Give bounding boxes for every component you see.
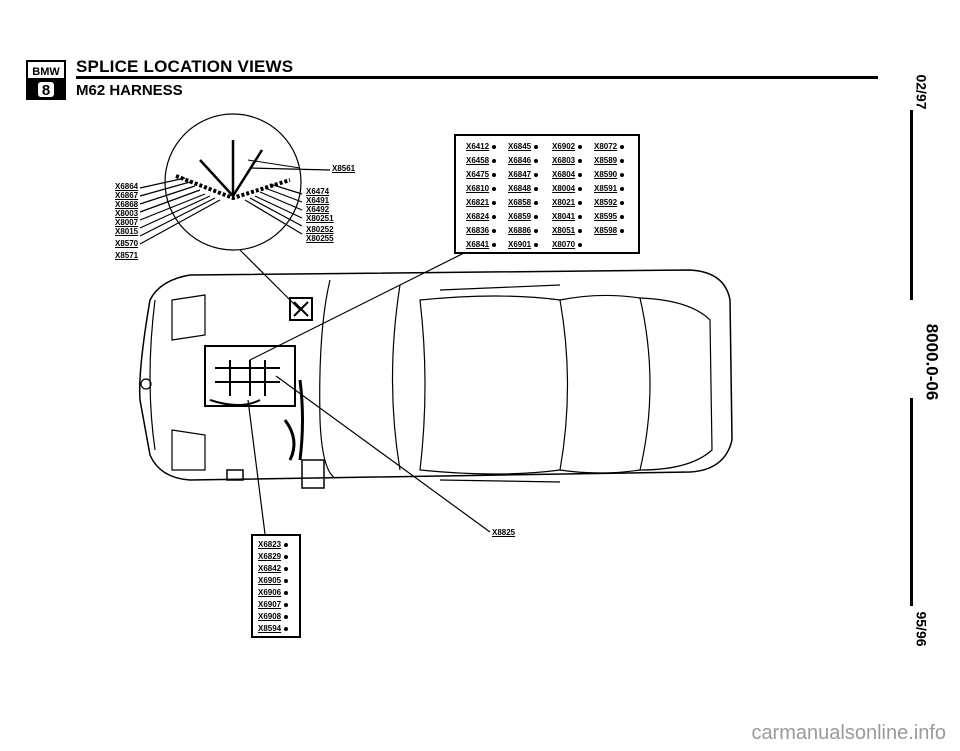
- table-cell: X8041: [552, 212, 583, 221]
- side-rule-2: [910, 398, 913, 606]
- table-cell: X8598: [594, 226, 625, 235]
- table-cell: X6458: [466, 156, 497, 165]
- detail-right-label: X80251: [306, 214, 334, 223]
- table-cell: X6821: [466, 198, 497, 207]
- table-cell: X6858: [508, 198, 539, 207]
- detail-left-label: X6868: [115, 200, 139, 209]
- table-cell: X6901: [508, 240, 539, 249]
- detail-left-label: X8571: [115, 251, 139, 260]
- table-cell: X6907: [258, 600, 289, 609]
- detail-left-label: X8007: [115, 218, 139, 227]
- page-subtitle: M62 HARNESS: [76, 82, 183, 99]
- splice-table-bottom: X6823 X6829 X6842 X6905 X6906 X6907 X690…: [251, 534, 301, 638]
- table-cell: X8591: [594, 184, 625, 193]
- table-cell: X6823: [258, 540, 289, 549]
- table-cell: X8590: [594, 170, 625, 179]
- table-cell: X8004: [552, 184, 583, 193]
- table-cell: X6412: [466, 142, 497, 151]
- detail-left-label: X8570: [115, 239, 139, 248]
- table-cell: X6829: [258, 552, 289, 561]
- table-cell: X6824: [466, 212, 497, 221]
- table-cell: X6836: [466, 226, 497, 235]
- side-rule-1: [910, 110, 913, 300]
- table-cell: X6886: [508, 226, 539, 235]
- table-cell: X6905: [258, 576, 289, 585]
- table-cell: X8051: [552, 226, 583, 235]
- detail-left-label: X8003: [115, 209, 139, 218]
- detail-right-label: X80252: [306, 225, 334, 234]
- table-cell: X8589: [594, 156, 625, 165]
- bmw-logo: BMW 8: [26, 60, 66, 100]
- detail-right-label: X6474: [306, 187, 330, 196]
- table-cell: X6908: [258, 612, 289, 621]
- detail-right-label: X6491: [306, 196, 330, 205]
- table-cell: X6804: [552, 170, 583, 179]
- watermark: carmanualsonline.info: [751, 722, 946, 744]
- table-cell: X8070: [552, 240, 583, 249]
- table-cell: X8592: [594, 198, 625, 207]
- svg-text:8: 8: [42, 82, 50, 99]
- detail-right-label: X80255: [306, 234, 334, 243]
- table-cell: X6842: [258, 564, 289, 573]
- table-cell: X6841: [466, 240, 497, 249]
- callout-x8561: X8561: [332, 164, 356, 173]
- table-cell: X8594: [258, 624, 289, 633]
- table-cell: X6848: [508, 184, 539, 193]
- table-cell: X8021: [552, 198, 583, 207]
- table-cell: X6847: [508, 170, 539, 179]
- detail-right-label: X6492: [306, 205, 330, 214]
- table-cell: X6475: [466, 170, 497, 179]
- detail-left-label: X6864: [115, 182, 139, 191]
- table-cell: X8595: [594, 212, 625, 221]
- table-cell: X8072: [594, 142, 625, 151]
- table-cell: X6810: [466, 184, 497, 193]
- splice-table-top: X6412 X6845 X6902 X8072 X6458 X6846 X680…: [454, 134, 640, 254]
- table-cell: X6845: [508, 142, 539, 151]
- table-cell: X6859: [508, 212, 539, 221]
- svg-text:BMW: BMW: [32, 66, 60, 78]
- table-cell: X6906: [258, 588, 289, 597]
- detail-left-label: X6867: [115, 191, 139, 200]
- detail-left-label: X8015: [115, 227, 139, 236]
- table-cell: X6846: [508, 156, 539, 165]
- callout-x8825: X8825: [492, 528, 516, 537]
- table-cell: X6902: [552, 142, 583, 151]
- header-rule: [76, 76, 878, 79]
- page-title: SPLICE LOCATION VIEWS: [76, 57, 294, 76]
- table-cell: X6803: [552, 156, 583, 165]
